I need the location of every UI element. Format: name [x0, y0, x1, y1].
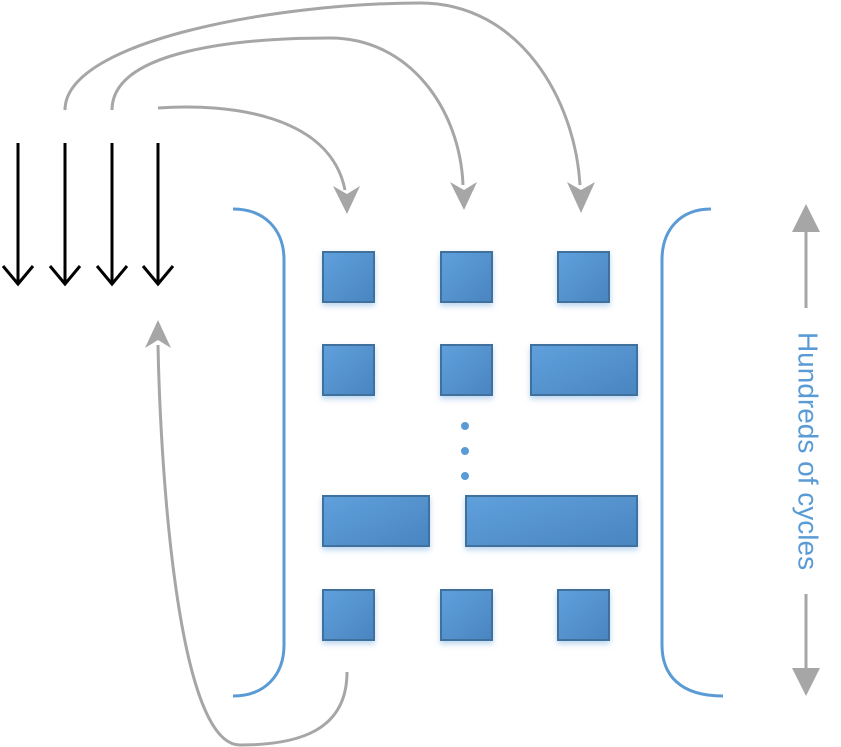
curved-arrow-icon [110, 36, 477, 210]
block-wide [322, 495, 430, 547]
input-arrow-group [1, 143, 175, 287]
down-arrow-icon [48, 143, 82, 287]
block [322, 251, 375, 303]
block [322, 589, 375, 641]
block [440, 589, 493, 641]
vertical-ellipsis [461, 422, 469, 480]
block-wide [530, 344, 638, 396]
block [440, 251, 493, 303]
right-bracket [660, 207, 724, 698]
down-arrow-icon [95, 143, 129, 287]
block [322, 344, 375, 396]
curved-arrow-icon [145, 320, 349, 747]
down-arrow-icon [141, 143, 175, 287]
duration-label: Hundreds of cycles [793, 332, 824, 570]
block-grid [322, 251, 638, 641]
block [557, 251, 610, 303]
double-arrow-icon [792, 204, 820, 696]
block [440, 344, 493, 396]
block-wide [465, 495, 638, 547]
left-bracket [232, 207, 286, 698]
dispatch-arrow-group [63, 1, 595, 747]
curved-arrow-icon [63, 1, 595, 213]
block [557, 589, 610, 641]
curved-arrow-icon [157, 105, 360, 214]
down-arrow-icon [1, 143, 35, 287]
